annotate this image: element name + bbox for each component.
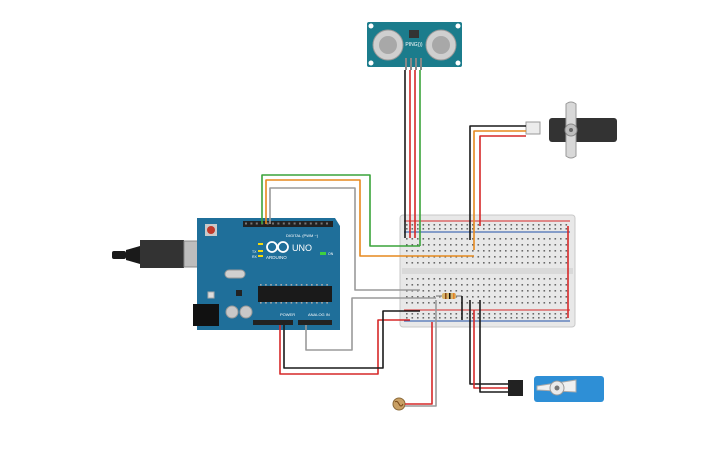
wire-black <box>283 310 420 369</box>
servo-top[interactable] <box>525 101 617 159</box>
wire-red <box>279 319 410 375</box>
servo-connector <box>525 121 541 135</box>
arduino-brand-text: ARDUINO <box>266 255 287 260</box>
servo-bottom[interactable] <box>508 376 604 402</box>
wire-orange <box>473 130 526 250</box>
wires <box>261 70 526 407</box>
analog-label: ANALOG IN <box>308 312 330 317</box>
uno-model-text: UNO <box>292 243 312 253</box>
photoresistor[interactable] <box>392 397 406 411</box>
rx-label: RX <box>252 255 258 259</box>
capacitor <box>225 305 239 319</box>
tx-led <box>258 250 263 252</box>
wire-gray <box>269 187 420 291</box>
l-led <box>258 243 263 245</box>
usb-plug <box>140 240 184 268</box>
digital-header <box>243 221 333 227</box>
usb-cable <box>112 251 126 259</box>
wire-gray <box>305 297 436 351</box>
breadboard[interactable] <box>399 214 576 328</box>
wire-red <box>473 310 508 389</box>
sensor-chip <box>409 30 419 38</box>
on-led <box>320 252 326 255</box>
wire-red <box>405 322 433 405</box>
wire-black <box>469 300 508 385</box>
wire-black <box>469 125 526 240</box>
on-label: ON <box>328 252 334 256</box>
breadboard-holes <box>406 224 568 319</box>
wire-red <box>479 135 526 226</box>
rx-led <box>258 255 263 257</box>
wire-orange <box>265 179 474 257</box>
ping-label: PING))) <box>405 42 423 48</box>
wire-green <box>261 174 420 247</box>
ultrasonic-transducer-right <box>425 29 457 61</box>
resistor[interactable] <box>436 293 462 299</box>
wire-gray <box>405 300 437 407</box>
power-label: POWER <box>280 312 295 317</box>
atmega-chip <box>258 286 332 302</box>
voltage-regulator <box>236 290 242 296</box>
digital-label: DIGITAL (PWM ~) <box>286 233 319 238</box>
power-jack <box>193 304 219 326</box>
analog-header <box>298 320 332 325</box>
arduino-logo <box>266 241 289 253</box>
crystal-oscillator <box>224 269 246 279</box>
ultrasonic-transducer-left <box>372 29 404 61</box>
tx-label: TX <box>252 250 257 254</box>
arduino-uno-board[interactable]: DIGITAL (PWM ~) UNO ARDUINO TX RX ON POW… <box>112 218 340 330</box>
reset-button[interactable] <box>207 226 215 234</box>
capacitor <box>239 305 253 319</box>
servo-connector <box>508 380 523 396</box>
wire-black <box>479 300 508 393</box>
ultrasonic-sensor[interactable]: PING))) <box>367 22 462 70</box>
power-header <box>253 320 293 325</box>
